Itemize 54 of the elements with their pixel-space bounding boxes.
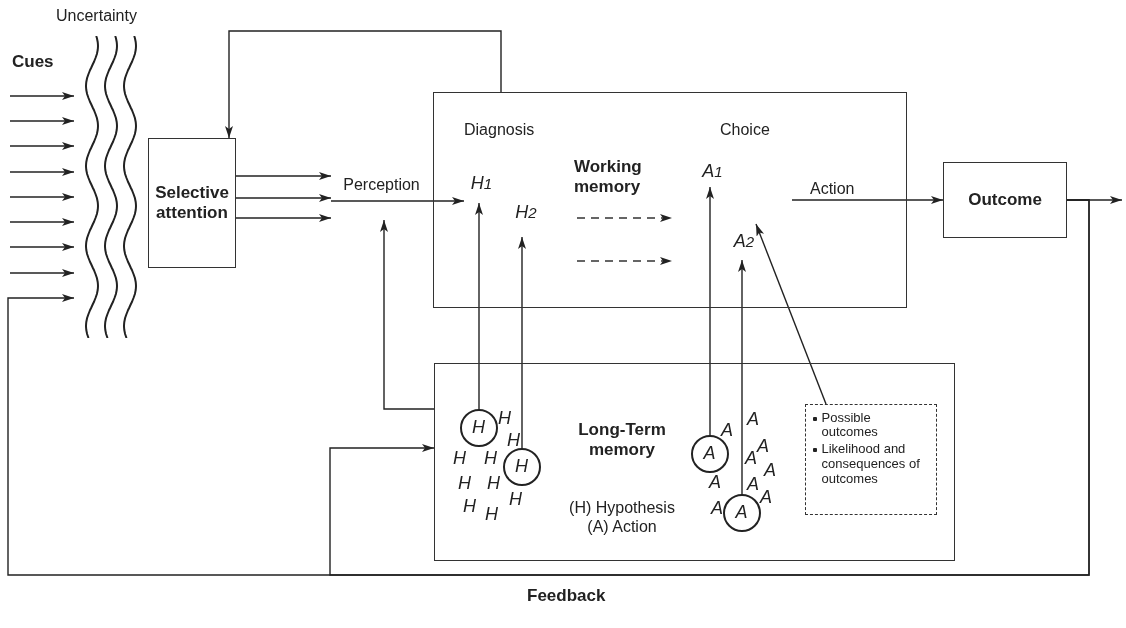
working-memory-box (433, 92, 907, 308)
box-heading: Long-Term memory (577, 420, 667, 461)
arrow (475, 202, 483, 410)
scattered-letter: H (507, 431, 520, 449)
scattered-letter: A (747, 410, 759, 428)
scattered-letter: H (498, 409, 511, 427)
arrow (738, 259, 746, 495)
perception-label: Perception (331, 172, 432, 220)
section-heading: Diagnosis (464, 120, 536, 140)
arrow (9, 193, 75, 201)
arrow (225, 30, 502, 139)
scattered-letter: H (485, 505, 498, 523)
scattered-letter: A (711, 499, 723, 517)
arrow (9, 218, 75, 226)
outcomes-note-box (804, 403, 937, 515)
key-text: (H) Hypothesis (A) Action (568, 498, 676, 537)
arrow (9, 92, 75, 100)
arrow (9, 117, 75, 125)
arrow (9, 168, 75, 176)
arrow (235, 214, 332, 222)
arrow (9, 243, 75, 251)
feedback-label: Feedback (527, 586, 606, 606)
scattered-letter: A (757, 437, 769, 455)
arrow (380, 219, 435, 410)
scattered-letter: H (509, 490, 522, 508)
arrow (235, 172, 332, 180)
box-heading: Working memory (574, 157, 643, 198)
outcome-box: Outcome (943, 162, 1067, 238)
arrow (329, 199, 1090, 576)
hypothesis-circle: H (502, 447, 541, 486)
hypothesis-circle: H (459, 408, 498, 447)
arrow (755, 223, 827, 405)
scattered-letter: A (745, 449, 757, 467)
scattered-letter: H (453, 449, 466, 467)
scattered-letter: A (764, 461, 776, 479)
process-box: Selective attention (148, 138, 236, 268)
arrow (706, 186, 714, 436)
arrow (330, 197, 465, 205)
section-heading: Choice (720, 120, 771, 140)
scattered-letter: H (487, 474, 500, 492)
heading: Uncertainty (56, 6, 137, 26)
arrow (9, 142, 75, 150)
arrow (518, 236, 526, 449)
long-term-memory-box (434, 363, 955, 561)
scattered-letter: H (484, 449, 497, 467)
arrow (791, 196, 944, 204)
scattered-letter: H (458, 474, 471, 492)
scattered-letter: A (760, 488, 772, 506)
scattered-letter: H (463, 497, 476, 515)
cues-label: Cues (12, 52, 54, 73)
scattered-letter: A (747, 475, 759, 493)
scattered-letter: A (709, 473, 721, 491)
arrow (235, 194, 332, 202)
arrow (9, 269, 75, 277)
